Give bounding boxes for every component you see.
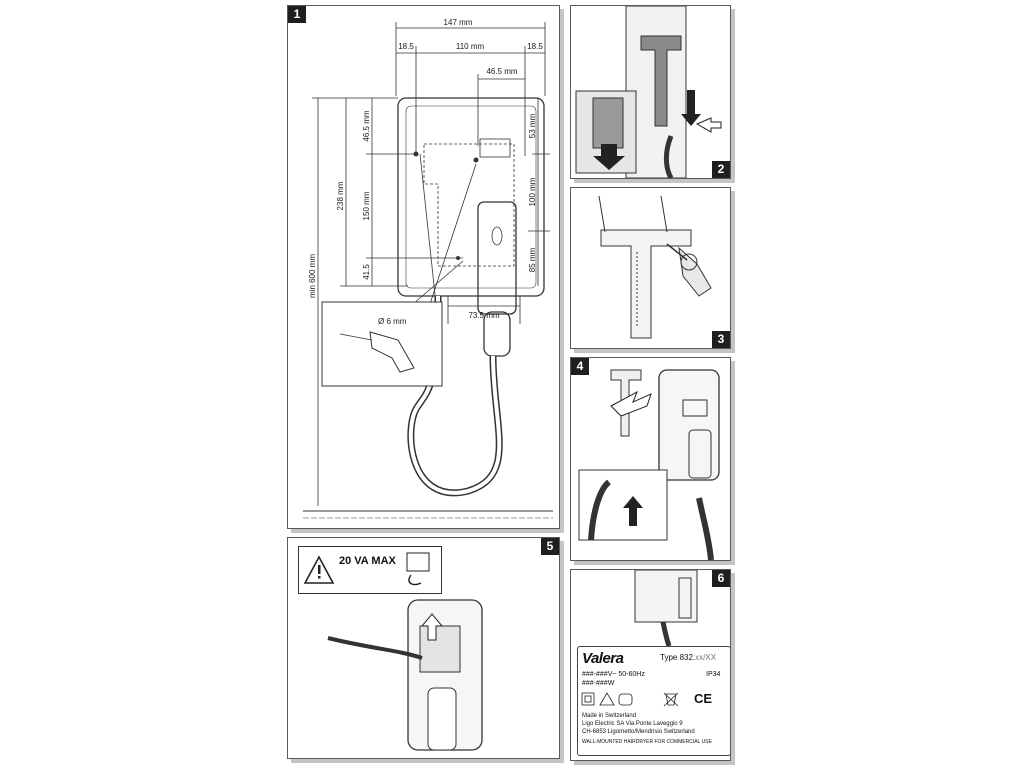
- ip-rating: IP34: [706, 671, 721, 678]
- panel-3-screws: 3: [570, 187, 731, 349]
- panel-2-bracket: 2: [570, 5, 731, 179]
- dim-46-5-top: 46.5 mm: [486, 67, 517, 76]
- rating-label: Valera Type 832.xx/XX ###-###V~ 50-60Hz …: [577, 646, 730, 756]
- panel-5-power: 5 20 VA MAX: [287, 537, 560, 759]
- address-line-2: CH-6853 Ligornetto/Mendrisio Switzerland: [582, 729, 695, 735]
- dim-100: 100 mm: [528, 177, 537, 206]
- arrow-diag-icon: [610, 390, 652, 417]
- voltage-text: ###-###V~ 50-60Hz: [582, 671, 645, 678]
- warning-box: 20 VA MAX: [298, 546, 442, 594]
- address-line-1: Ligo Electric SA Via Ponte Laveggio 9: [582, 721, 683, 727]
- class2-icon: [581, 692, 595, 706]
- screwing-illustration: [598, 195, 712, 339]
- arrow-down-icon: [593, 144, 625, 170]
- dim-18-5-right: 18.5: [527, 42, 543, 51]
- dim-18-5-left: 18.5: [398, 42, 414, 51]
- arrow-right-icon: [695, 117, 722, 133]
- arrow-up-icon: [420, 613, 444, 641]
- type-label: Type 832.xx/XX: [660, 653, 716, 662]
- made-in: Made in Switzerland: [582, 713, 637, 719]
- panel-number-2: 2: [712, 161, 730, 178]
- panel-1-dimensions: 1: [287, 5, 560, 529]
- type-prefix: Type 832.: [660, 653, 696, 662]
- arrow-down-icon-2: [681, 90, 701, 126]
- rounded-square-icon: [618, 693, 633, 706]
- dim-238: 238 mm: [336, 181, 345, 210]
- watts-text: ###-###W: [582, 680, 615, 687]
- ce-mark: CE: [694, 691, 713, 706]
- dim-110: 110 mm: [456, 42, 485, 51]
- compliance-symbols: [581, 692, 679, 707]
- dim-85: 85 mm: [528, 247, 537, 272]
- dimension-drawing: 147 mm 18.5 110 mm 18.5 46.5 mm min 600 …: [303, 18, 553, 519]
- dim-147: 147 mm: [444, 18, 473, 27]
- panel-6-rating-label: 6 Valera Type 832.xx/XX ###-###V~ 50-60H…: [570, 569, 731, 761]
- type-suffix: xx/XX: [695, 653, 717, 662]
- panel-number-4: 4: [571, 358, 589, 375]
- dim-53: 53 mm: [528, 113, 537, 138]
- panel-4-hang-unit: 4: [570, 357, 731, 561]
- dim-drill: Ø 6 mm: [378, 317, 407, 326]
- warning-triangle-icon: [303, 552, 430, 586]
- bracket-mount-illustration: [575, 6, 722, 178]
- triangle-icon: [599, 692, 615, 706]
- warning-text: 20 VA MAX: [339, 555, 396, 567]
- panel-number-1: 1: [288, 6, 306, 23]
- label-footer: WALL-MOUNTED HAIRDRYER FOR COMMERCIAL US…: [582, 739, 712, 745]
- dim-41-5: 41.5: [362, 264, 371, 280]
- brand-logo: Valera: [582, 650, 624, 667]
- panel-number-6: 6: [712, 570, 730, 587]
- dim-73-5: 73.5 mm: [468, 311, 499, 320]
- dim-46-5-left: 46.5 mm: [362, 110, 371, 141]
- panel-number-3: 3: [712, 331, 730, 348]
- arrow-up-icon: [623, 496, 643, 526]
- dim-150: 150 mm: [362, 191, 371, 220]
- dim-min-600: min 600 mm: [308, 254, 317, 298]
- unit-illustration: [634, 570, 698, 647]
- panel-number-5: 5: [541, 538, 559, 555]
- hanging-illustration: [578, 369, 720, 560]
- weee-bin-icon: [663, 692, 679, 707]
- power-connection-illustration: [327, 599, 483, 751]
